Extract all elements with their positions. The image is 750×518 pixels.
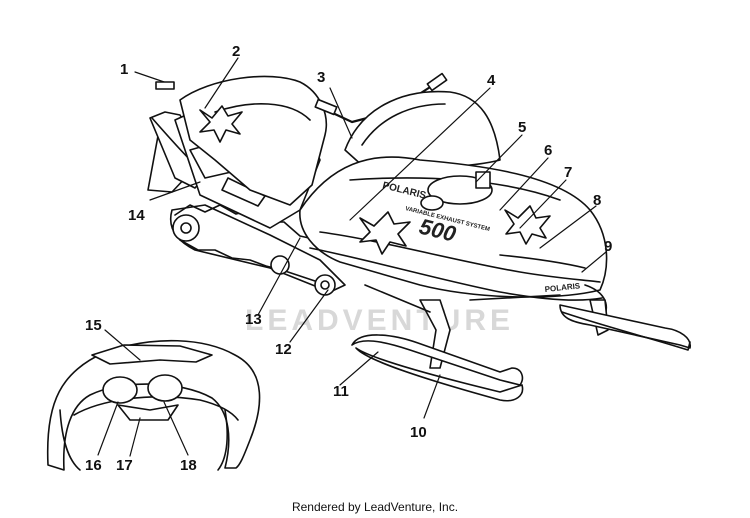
callout-11: 11: [333, 383, 349, 400]
callout-8: 8: [593, 192, 601, 209]
callout-7: 7: [564, 164, 572, 181]
callout-1: 1: [120, 61, 128, 78]
callout-3: 3: [317, 69, 325, 86]
hood: [299, 156, 608, 298]
hood-x-decal-left: [359, 211, 411, 255]
right-ski: [559, 304, 691, 349]
callout-14: 14: [128, 207, 145, 224]
callout-16: 16: [85, 457, 102, 474]
leader-lines: [97, 57, 607, 457]
nose-brand-decal: POLARIS: [544, 281, 581, 294]
callout-4: 4: [487, 72, 496, 89]
callout-9: 9: [604, 238, 612, 255]
callout-6: 6: [544, 142, 552, 159]
left-ski: [351, 334, 524, 386]
callout-13: 13: [245, 311, 262, 328]
callout-15: 15: [85, 317, 102, 334]
emblem-decal: [475, 171, 491, 189]
seat-x-decal: [199, 105, 243, 143]
callout-10: 10: [410, 424, 427, 441]
callout-17: 17: [116, 457, 133, 474]
windshield: [344, 90, 501, 169]
render-credit: Rendered by LeadVenture, Inc.: [291, 500, 459, 514]
callout-2: 2: [232, 43, 240, 60]
hood-x-decal-right: [504, 205, 551, 245]
callout-18: 18: [180, 457, 197, 474]
decal-strip-part-1: [155, 81, 175, 90]
hood-underside-inset: [46, 339, 261, 471]
snowmobile-illustration: POLARIS POLARIS 500 VARIABLE EXHAUST SYS…: [147, 72, 691, 402]
track-assembly: [170, 204, 346, 296]
callout-12: 12: [275, 341, 292, 358]
callout-numbers: 1 2 3 4 5 6 7 8 9 10 11 12 13 14 15 16 1…: [85, 43, 612, 474]
callout-5: 5: [518, 119, 526, 136]
watermark: LEADVENTURE: [245, 304, 514, 337]
